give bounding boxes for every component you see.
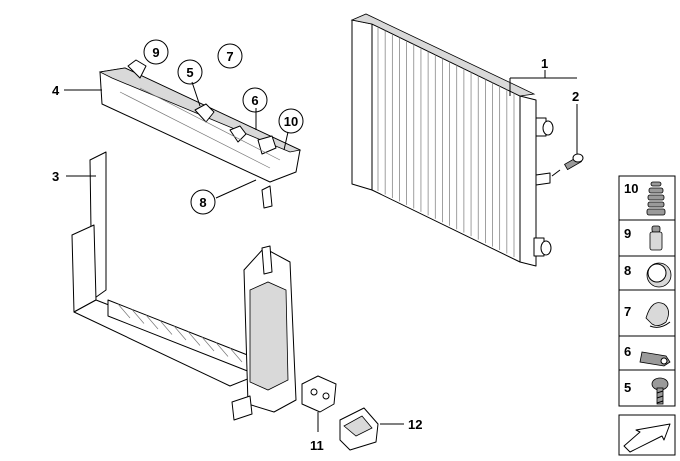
cross-member-strut xyxy=(187,331,201,346)
callout-2-label: 2 xyxy=(572,89,579,104)
callout-9-label: 9 xyxy=(152,45,159,60)
callout-4-label: 4 xyxy=(52,83,60,98)
callout-7: 7 xyxy=(217,43,243,69)
callout-7-label: 7 xyxy=(226,49,233,64)
legend-label-5: 5 xyxy=(624,380,631,395)
cross-member-strut xyxy=(215,342,229,357)
radiator xyxy=(350,13,554,267)
clip-rivet-icon xyxy=(649,225,663,251)
cross-member-strut xyxy=(131,309,145,324)
upper-carrier xyxy=(98,59,302,209)
callout-3-label: 3 xyxy=(52,169,59,184)
legend-label-9: 9 xyxy=(624,226,631,241)
callout-5: 5 xyxy=(177,59,203,85)
callout-10-label: 10 xyxy=(284,114,298,129)
parts-legend: 10 9 8 7 6 5 xyxy=(618,175,676,407)
cross-member-strut xyxy=(117,303,131,319)
callout-9: 9 xyxy=(143,39,169,65)
spring-clip-icon xyxy=(645,302,671,328)
callout-11-label: 11 xyxy=(310,438,324,453)
cross-member-strut xyxy=(201,336,215,352)
legend-label-8: 8 xyxy=(624,263,631,278)
callout-8: 8 xyxy=(190,189,216,215)
view-direction-arrow-icon xyxy=(618,414,676,456)
callout-5-label: 5 xyxy=(186,65,193,80)
leader-lines xyxy=(64,70,578,432)
expanding-nut-icon xyxy=(639,351,671,367)
callout-12-label: 12 xyxy=(408,417,422,432)
cross-member-strut xyxy=(173,325,187,341)
bump-stop-icon xyxy=(646,181,666,216)
cross-member-strut xyxy=(159,320,173,335)
callout-1-label: 1 xyxy=(541,56,548,71)
front-panel xyxy=(71,151,297,421)
callout-10: 10 xyxy=(278,108,304,134)
callout-8-label: 8 xyxy=(199,195,206,210)
cross-member-strut xyxy=(145,314,159,330)
callout-6-label: 6 xyxy=(251,93,258,108)
callout-6: 6 xyxy=(242,87,268,113)
legend-label-10: 10 xyxy=(624,181,638,196)
bracket-11 xyxy=(301,375,337,413)
legend-label-7: 7 xyxy=(624,304,631,319)
legend-label-6: 6 xyxy=(624,344,631,359)
screw-icon xyxy=(651,377,669,405)
cap-plug-icon xyxy=(646,262,672,288)
cross-member-strut xyxy=(229,347,243,363)
drain-plug xyxy=(551,153,584,177)
bracket-12 xyxy=(339,407,379,451)
